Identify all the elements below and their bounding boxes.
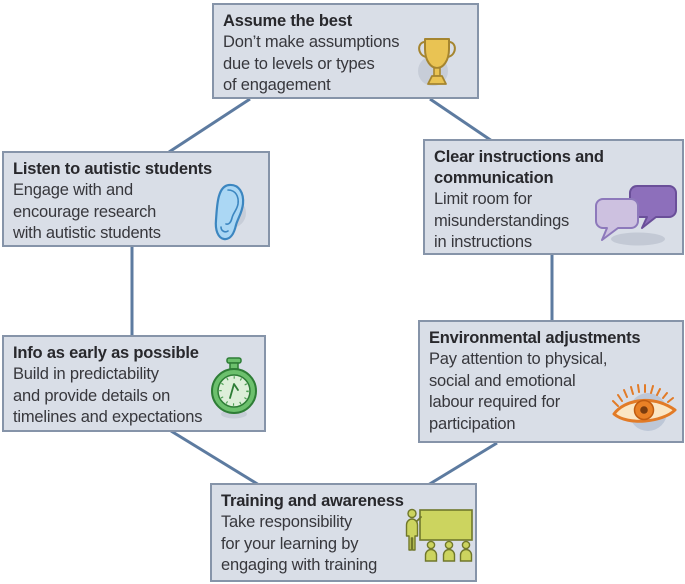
node-body: Limit room for misunderstandings in inst…	[434, 190, 570, 251]
node-title: Info as early as possible	[13, 344, 199, 362]
node-listen-to-autistic-students: Listen to autistic students Engage with …	[2, 151, 270, 247]
node-body: Engage with and encourage research with …	[13, 181, 161, 242]
node-environmental-adjustments: Environmental adjustments Pay attention …	[418, 320, 684, 443]
node-training-and-awareness: Training and awareness Take responsibili…	[210, 483, 477, 582]
node-title: Listen to autistic students	[13, 160, 213, 178]
node-assume-the-best: Assume the best Don’t make assumptions d…	[212, 3, 479, 99]
node-title: Assume the best	[223, 12, 353, 30]
connector-left-to-bottom	[170, 429, 260, 487]
node-title: Training and awareness	[221, 492, 404, 510]
node-body: Pay attention to physical, social and em…	[429, 350, 608, 433]
speech-bubbles-icon	[594, 184, 678, 246]
connector-right-to-bottom	[427, 441, 498, 487]
ear-icon	[208, 183, 252, 241]
trophy-icon	[411, 36, 463, 94]
node-body: Take responsibility for your learning by…	[221, 513, 378, 574]
node-title: Clear instructions and communication	[434, 148, 604, 187]
stopwatch-icon	[208, 357, 260, 419]
presentation-icon	[404, 506, 474, 562]
node-body: Don’t make assumptions due to levels or …	[223, 33, 400, 94]
connector-top-to-right	[429, 97, 493, 143]
eye-icon	[611, 384, 679, 436]
connector-top-to-left	[168, 97, 251, 154]
node-title: Environmental adjustments	[429, 329, 641, 347]
node-info-as-early-as-possible: Info as early as possible Build in predi…	[2, 335, 266, 432]
node-clear-instructions-and-communication: Clear instructions and communication Lim…	[423, 139, 684, 255]
node-body: Build in predictability and provide deta…	[13, 365, 203, 426]
